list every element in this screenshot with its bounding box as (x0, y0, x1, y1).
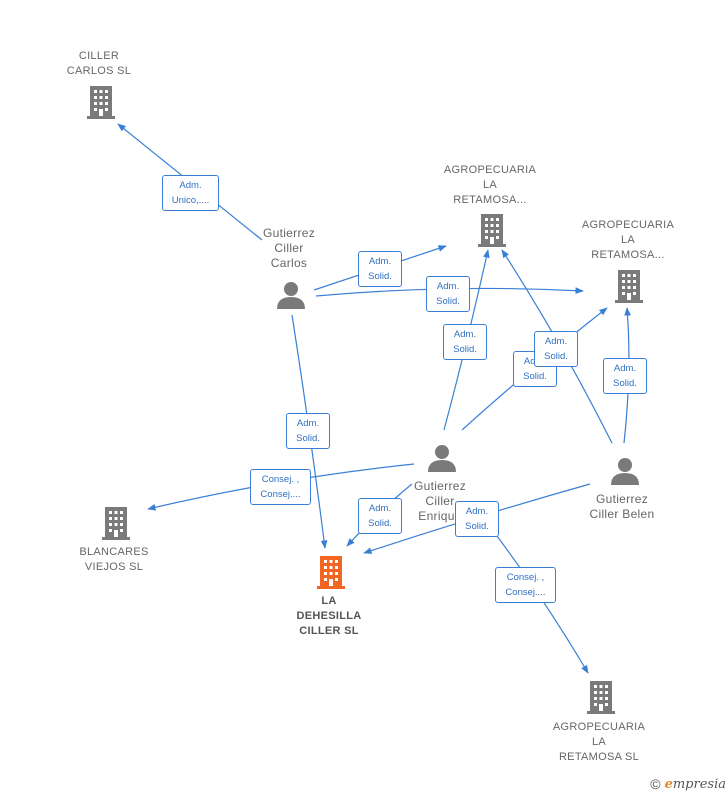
building-icon[interactable] (587, 681, 615, 714)
edge-label: Adm. Solid. (358, 251, 402, 287)
edge-label: Adm. Solid. (534, 331, 578, 367)
building-icon[interactable] (87, 86, 115, 119)
edge-label: Adm. Solid. (443, 324, 487, 360)
node-label-gutierrez-enrique[interactable]: Gutierrez Ciller Enrique (413, 479, 467, 523)
node-label-ciller-carlos-sl[interactable]: CILLER CARLOS SL (66, 50, 132, 77)
edge-label: Adm. Unico,.... (162, 175, 219, 211)
copyright-icon: © (650, 776, 661, 792)
node-label-agropecuaria-sl[interactable]: AGROPECUARIA LA RETAMOSA SL (552, 721, 646, 763)
person-icon[interactable] (277, 282, 305, 309)
person-icon[interactable] (611, 458, 639, 485)
node-label-blancares[interactable]: BLANCARES VIEJOS SL (79, 546, 149, 573)
edge-label: Adm. Solid. (455, 501, 499, 537)
node-label-agropecuaria-2[interactable]: AGROPECUARIA LA RETAMOSA... (581, 219, 675, 261)
brand-name: mpresia (672, 776, 726, 792)
building-icon[interactable] (102, 507, 130, 540)
brand-initial: e (664, 776, 673, 792)
node-label-dehesilla[interactable]: LA DEHESILLA CILLER SL (296, 595, 362, 637)
edge-label: Adm. Solid. (426, 276, 470, 312)
node-label-agropecuaria-1[interactable]: AGROPECUARIA LA RETAMOSA... (443, 164, 537, 206)
building-icon[interactable] (615, 270, 643, 303)
building-icon[interactable] (478, 214, 506, 247)
node-label-gutierrez-carlos[interactable]: Gutierrez Ciller Carlos (262, 226, 316, 270)
edge-label: Consej. , Consej.... (250, 469, 311, 505)
edge-label: Adm. Solid. (358, 498, 402, 534)
edge-label: Adm. Solid. (603, 358, 647, 394)
person-icon[interactable] (428, 445, 456, 472)
node-label-gutierrez-belen[interactable]: Gutierrez Ciller Belen (589, 492, 655, 521)
edge-label: Consej. , Consej.... (495, 567, 556, 603)
edge-label: Adm. Solid. (286, 413, 330, 449)
building-icon-highlight[interactable] (317, 556, 345, 589)
